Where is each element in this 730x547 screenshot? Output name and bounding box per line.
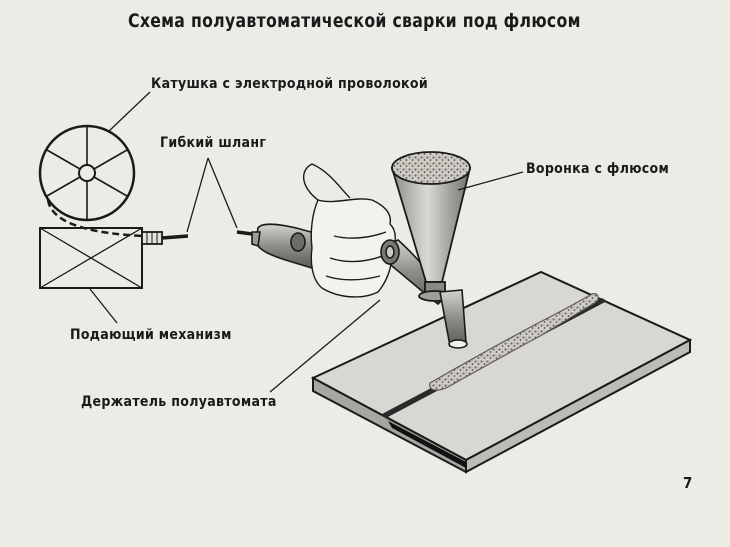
label-feeding-mechanism: Подающий механизм	[70, 327, 232, 343]
leader-lines	[89, 91, 524, 393]
steel-plate	[310, 270, 693, 474]
page-number: 7	[683, 474, 693, 492]
flux-funnel	[390, 151, 472, 302]
wire-spool	[38, 124, 146, 238]
label-holder: Держатель полуавтомата	[81, 394, 277, 410]
label-flexible-hose: Гибкий шланг	[160, 135, 267, 151]
label-wire-spool: Катушка с электродной проволокой	[151, 76, 428, 92]
nozzle	[439, 289, 468, 349]
flux-bead	[429, 293, 599, 391]
feeding-mechanism	[39, 227, 189, 289]
holder-grip	[251, 223, 319, 270]
diagram-title: Схема полуавтоматической сварки под флюс…	[128, 10, 581, 32]
hose-pointer-lines	[186, 157, 238, 233]
label-flux-funnel: Воронка с флюсом	[526, 161, 670, 177]
hand	[303, 163, 396, 298]
